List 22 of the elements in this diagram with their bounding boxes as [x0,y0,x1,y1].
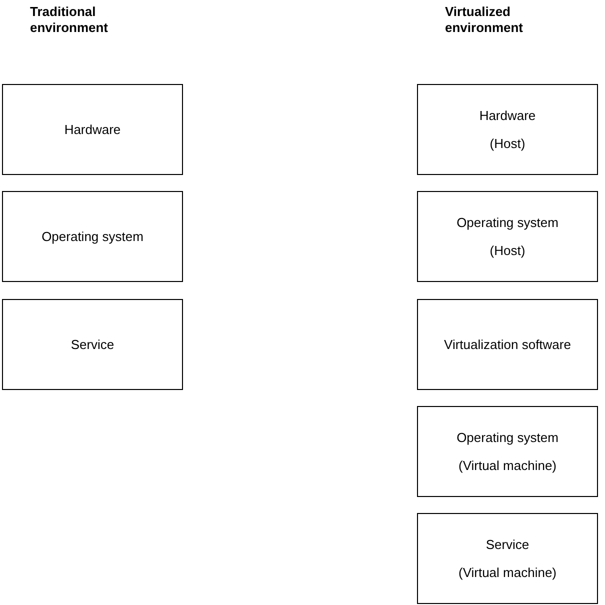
layer-box [417,84,598,175]
layer-label: Virtualization software [444,336,571,352]
layer-label: Operating system [456,430,558,446]
layer-box [417,191,598,282]
layer-label: Service [486,536,530,552]
layer-label: Hardware [479,108,536,124]
layer-label: (Host) [490,242,526,258]
column-heading: Traditional environment [30,4,110,36]
layer-box [417,513,598,604]
layer-label: Operating system [42,228,144,244]
layer-box [2,84,183,175]
layer-label: Operating system [456,214,558,230]
layer-label: (Host) [490,136,526,152]
layer-box [2,191,183,282]
layer-box [417,299,598,390]
layer-label: (Virtual machine) [458,458,557,474]
layer-box [417,406,598,497]
layer-label: Service [70,336,114,352]
column-heading: Virtualized environment [445,4,524,36]
layer-label: Hardware [64,122,121,138]
layer-label: (Virtual machine) [458,564,557,580]
layer-box [2,299,183,390]
